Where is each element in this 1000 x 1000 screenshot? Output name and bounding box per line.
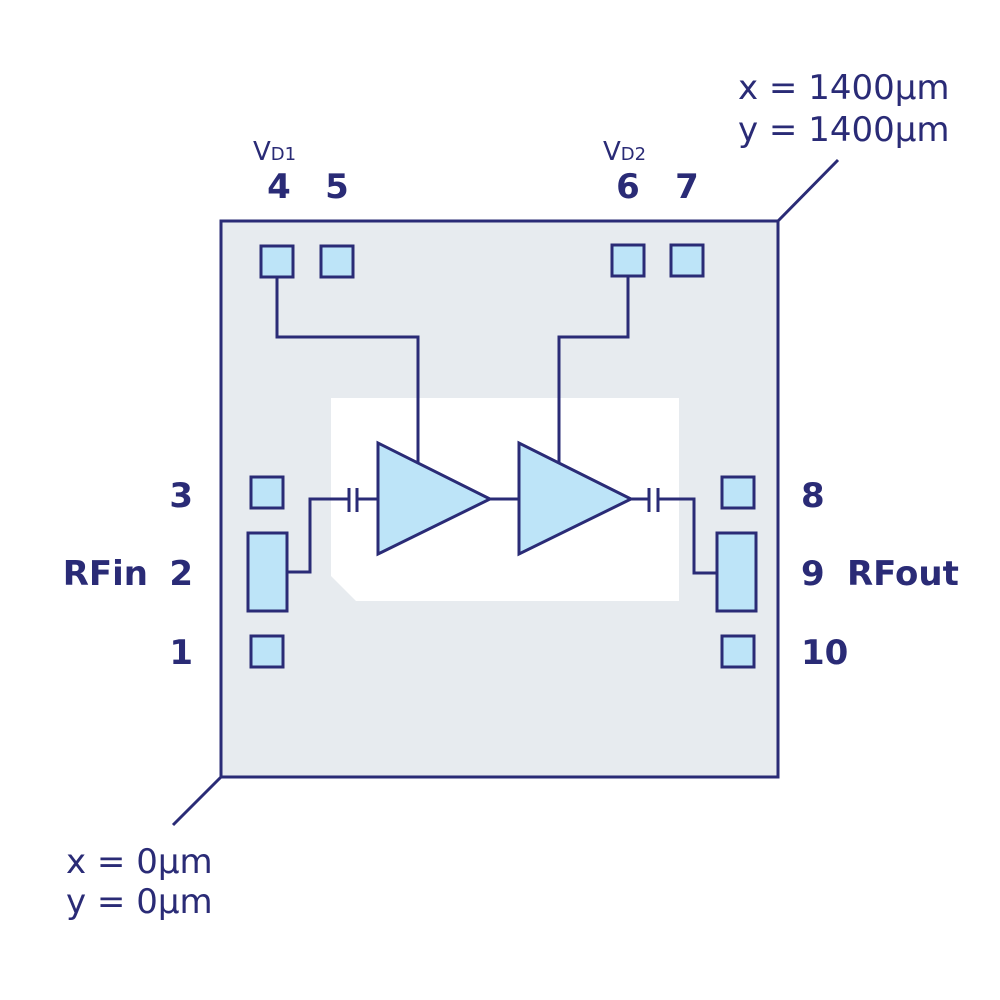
pin-3-number: 3	[169, 476, 193, 516]
pin-6-name: VD2	[603, 137, 646, 167]
amplifier-stage-1-icon	[376, 440, 494, 557]
rfout-wire	[658, 497, 717, 575]
amplifier-stage-2-icon	[517, 440, 635, 557]
pad-6	[610, 243, 646, 278]
pin-2-number: 2	[169, 554, 193, 594]
pad-5	[319, 244, 355, 279]
bottom-left-corner-leader	[171, 775, 223, 827]
pin-4-name: VD1	[253, 137, 296, 167]
rfin-wire	[287, 497, 349, 574]
pad-9-rfout	[715, 531, 758, 613]
pad-7	[669, 243, 705, 278]
pad-3	[249, 475, 285, 510]
vd2-bias-wire	[557, 276, 630, 463]
pin-4-number: 4	[267, 167, 291, 207]
pin-8-number: 8	[801, 476, 825, 516]
pin-6-number: 6	[616, 167, 640, 207]
top-right-corner-leader	[776, 158, 840, 223]
pin-5-number: 5	[325, 167, 349, 207]
pin-10-number: 10	[801, 633, 848, 673]
pin-7-number: 7	[675, 167, 699, 207]
top-right-x-coordinate: x = 1400µm	[738, 68, 950, 108]
pin-9-number: 9	[801, 554, 825, 594]
vd1-bias-wire	[275, 277, 420, 463]
bottom-left-y-coordinate: y = 0µm	[66, 882, 213, 922]
top-right-y-coordinate: y = 1400µm	[738, 110, 950, 150]
pad-8	[720, 475, 756, 510]
pad-4	[259, 244, 295, 279]
pin-1-number: 1	[169, 633, 193, 673]
pin-2-name: RFin	[63, 554, 148, 594]
pad-2-rfin	[246, 531, 289, 613]
bottom-left-x-coordinate: x = 0µm	[66, 842, 213, 882]
pin-9-name: RFout	[847, 554, 959, 594]
pad-10	[720, 634, 756, 669]
pad-1	[249, 634, 285, 669]
